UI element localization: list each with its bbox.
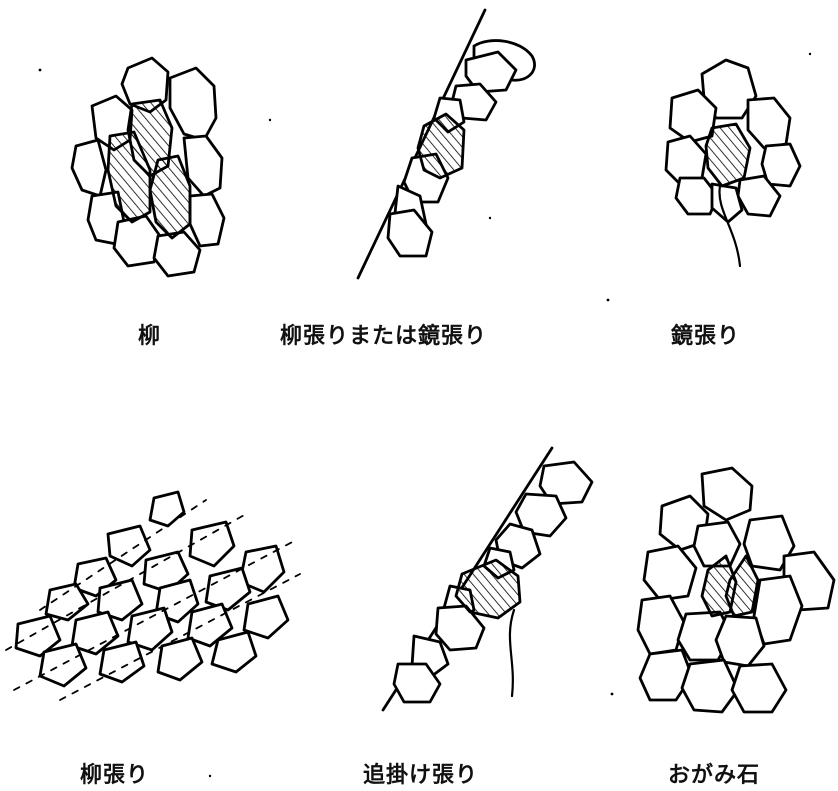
figure-yanagibari	[6, 492, 300, 700]
figure-oikake	[383, 448, 592, 710]
label-yanagibari: 柳張り	[80, 763, 150, 788]
label-kagami: 鏡張り	[671, 324, 741, 349]
figure-yanagi	[72, 58, 224, 276]
figure-ogamiishi	[638, 468, 834, 712]
figure-yanagi-or-kagami	[358, 10, 535, 278]
specks	[38, 52, 812, 778]
label-yanagi: 柳	[138, 324, 162, 349]
label-oikake: 追掛け張り	[363, 763, 479, 788]
label-yanagi-or-kagami: 柳張りまたは鏡張り	[280, 324, 488, 349]
figure-kagami	[666, 60, 800, 266]
label-ogamiishi: おがみ石	[668, 763, 761, 788]
